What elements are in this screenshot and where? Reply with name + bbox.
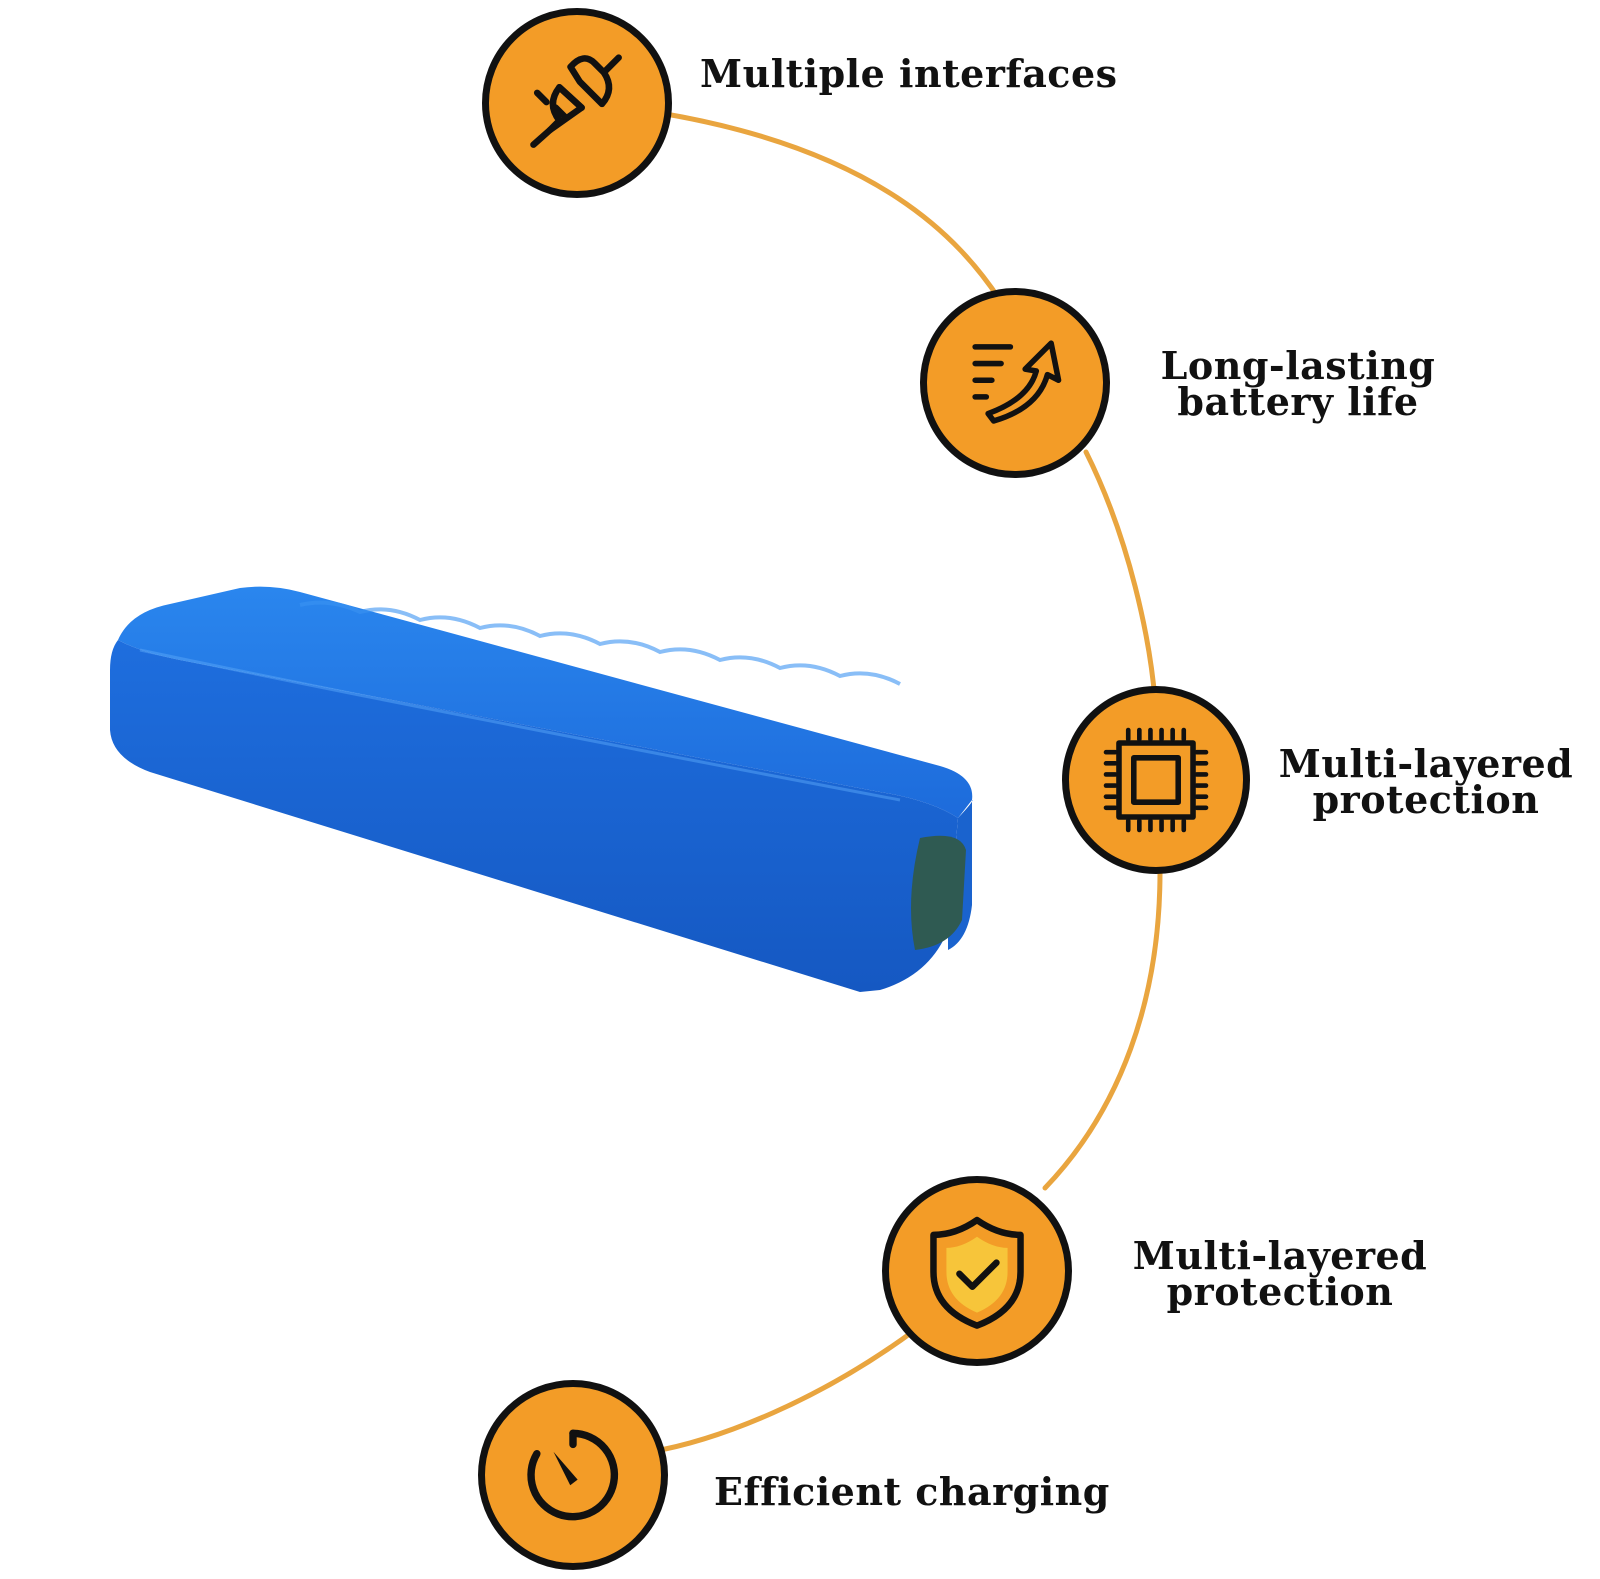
shield-check-icon <box>930 1216 1024 1329</box>
feature-label-charging: Efficient charging <box>714 1469 1110 1514</box>
feature-icon-circle <box>482 8 672 198</box>
feature-label-line: Multiple interfaces <box>700 51 1118 96</box>
battery-end-window <box>911 835 966 950</box>
arc-path <box>647 110 1163 1455</box>
speed-arrow-icon <box>972 340 1062 424</box>
plug-icon <box>530 54 622 148</box>
chip-icon <box>1103 727 1209 833</box>
feature-label-battery-life: Long-lasting battery life <box>1138 343 1458 424</box>
feature-label-interfaces: Multiple interfaces <box>700 51 1118 96</box>
battery-highlight <box>139 648 901 802</box>
feature-label-line: Efficient charging <box>714 1469 1110 1514</box>
feature-icon-circle <box>920 288 1110 478</box>
feature-label-line: Long-lasting <box>1160 343 1436 388</box>
battery-ridges <box>299 600 901 686</box>
feature-label-line: protection <box>1166 1269 1394 1314</box>
battery-top-face <box>118 586 973 818</box>
feature-label-line: Multi-layered <box>1278 741 1574 786</box>
feature-icon-circle <box>478 1380 668 1570</box>
battery-front-face <box>110 640 958 992</box>
feature-icon-circle <box>1062 686 1250 874</box>
feature-label-line: battery life <box>1177 379 1419 424</box>
feature-label-chip-protection: Multi-layered protection <box>1256 741 1596 822</box>
feature-icon-circle <box>882 1176 1072 1366</box>
feature-label-line: protection <box>1312 777 1540 822</box>
timer-icon <box>527 1429 619 1521</box>
feature-label-line: Multi-layered <box>1132 1233 1428 1278</box>
feature-label-shield-protection: Multi-layered protection <box>1110 1233 1450 1314</box>
